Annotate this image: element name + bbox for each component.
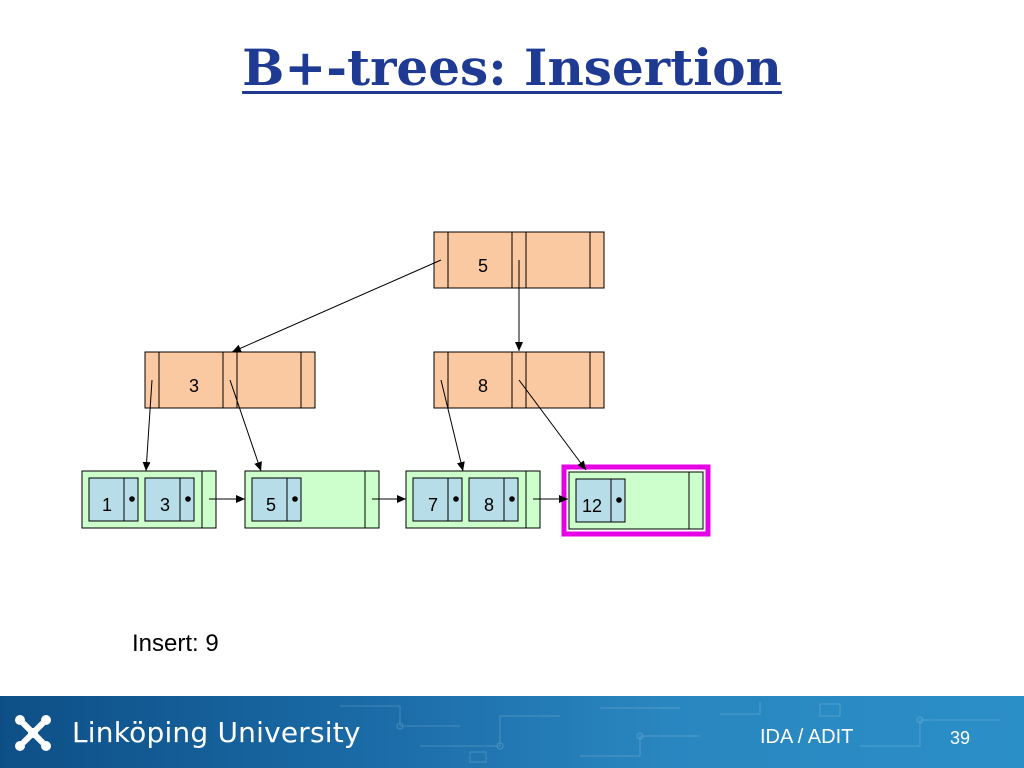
arrow-root-to-left [231,259,442,353]
leaf-node-4-highlighted: 12 [561,464,711,537]
leaf-2-key-1: 5 [266,495,276,515]
department-label: IDA / ADIT [760,726,854,748]
insert-instruction: Insert: 9 [132,630,219,657]
root-key: 5 [478,256,488,276]
footer-pattern [340,702,1000,763]
slide-title-text: B+-trees: Insertion [242,38,782,97]
arrow-left-to-leaf-1 [142,379,153,472]
leaf-1-key-1: 1 [102,495,112,515]
linkoping-university-logo-icon [15,715,51,751]
leaf-3-key-2: 8 [484,495,494,515]
leaf-4-pointer-1 [616,497,622,503]
internal-right-key: 8 [478,376,488,396]
leaf-3-pointer-2 [509,496,515,502]
leaf-node-1: 1 3 [81,470,217,529]
arrow-right-to-leaf-4 [518,379,587,471]
leaf-1-key-2: 3 [160,495,170,515]
page-number: 39 [950,728,971,748]
leaf-3-pointer-1 [453,496,459,502]
internal-left-key: 3 [189,376,199,396]
leaf-node-3: 7 8 [405,470,541,529]
leaf-1-pointer-1 [129,496,135,502]
leaf-4-key-1: 12 [582,496,602,516]
leaf-2-pointer-1 [292,496,298,502]
leaf-node-2: 5 [244,470,380,529]
leaf-3-key-1: 7 [428,495,438,515]
leaf-1-pointer-2 [185,496,191,502]
slide-title: B+-trees: Insertion [0,38,1024,97]
footer-bar: Linköping University IDA / ADIT 39 [0,696,1024,768]
university-name: Linköping University [72,716,361,749]
arrow-left-to-leaf-2 [229,379,262,472]
arrow-right-to-leaf-3 [440,379,465,472]
